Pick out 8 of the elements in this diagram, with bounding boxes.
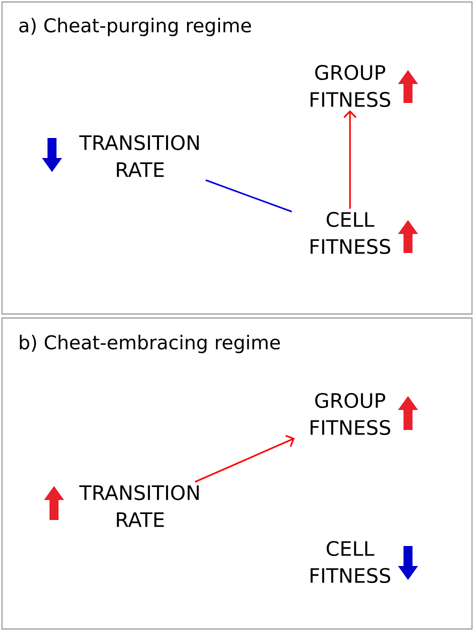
label-text: GROUP FITNESS bbox=[310, 392, 390, 436]
label-text: GROUP FITNESS bbox=[310, 64, 390, 108]
label-text: TRANSITION RATE bbox=[79, 485, 199, 527]
arrow bbox=[343, 110, 357, 209]
label-text: CELL FITNESS bbox=[310, 212, 390, 254]
label-text: CELL FITNESS bbox=[310, 540, 390, 584]
label-text: TRANSITION RATE bbox=[79, 135, 199, 177]
arrow bbox=[194, 434, 295, 483]
